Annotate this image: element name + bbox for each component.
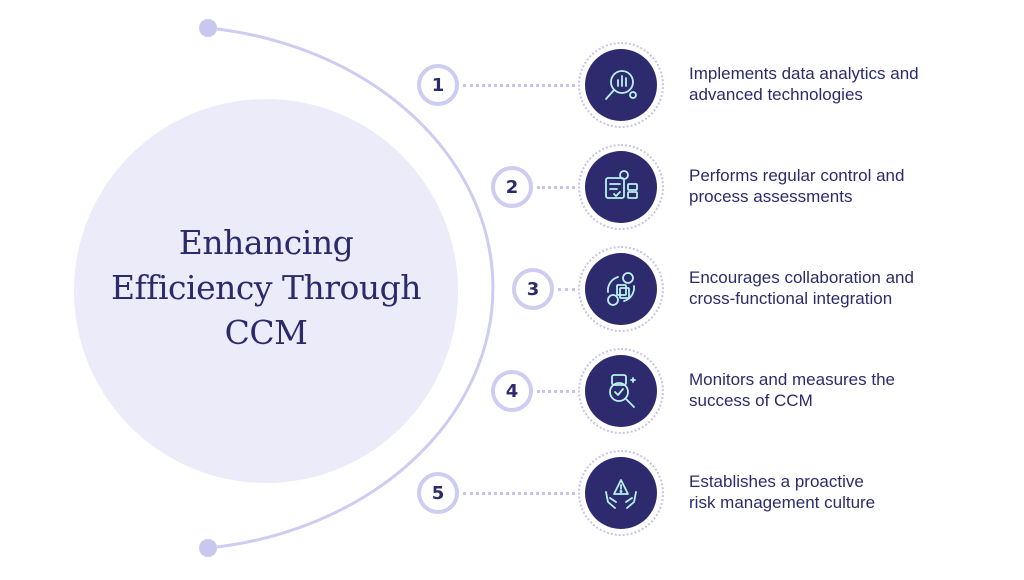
- step-label-5-line-2: risk management culture: [689, 493, 876, 512]
- arc-end-dot: [199, 539, 217, 557]
- measure-success-icon: [609, 374, 636, 408]
- step-badge-2: 2: [491, 166, 533, 208]
- step-icon-ring-1: [578, 42, 664, 128]
- step-label-2-line-2: process assessments: [689, 187, 853, 206]
- step-label-4-line-1: Monitors and measures the: [689, 370, 895, 389]
- step-icon-disc-3: [585, 253, 657, 325]
- step-label-4: Monitors and measures the success of CCM: [689, 369, 989, 411]
- step-icon-disc-5: [585, 457, 657, 529]
- step-icon-disc-2: [585, 151, 657, 223]
- collaboration-icon: [607, 272, 635, 306]
- step-badge-3: 3: [512, 268, 554, 310]
- step-badge-5: 5: [417, 472, 459, 514]
- step-label-3: Encourages collaboration and cross-funct…: [689, 267, 989, 309]
- title-line-1: Enhancing: [178, 223, 354, 262]
- step-icon-disc-4: [585, 355, 657, 427]
- page-title: Enhancing Efficiency Through CCM: [74, 220, 458, 355]
- step-badge-1: 1: [417, 64, 459, 106]
- step-icon-ring-3: [578, 246, 664, 332]
- data-analytics-icon: [605, 70, 637, 100]
- title-line-3: CCM: [224, 313, 308, 352]
- step-icon-ring-5: [578, 450, 664, 536]
- step-connector-5: [463, 492, 575, 495]
- step-label-3-line-2: cross-functional integration: [689, 289, 893, 308]
- risk-culture-icon: [605, 479, 637, 509]
- step-icon-ring-4: [578, 348, 664, 434]
- step-connector-4: [537, 390, 575, 393]
- step-label-4-line-2: success of CCM: [689, 391, 813, 410]
- step-label-1-line-1: Implements data analytics and: [689, 64, 919, 83]
- step-label-2-line-1: Performs regular control and: [689, 166, 905, 185]
- step-connector-2: [537, 186, 575, 189]
- step-label-1: Implements data analytics and advanced t…: [689, 63, 989, 105]
- step-icon-disc-1: [585, 49, 657, 121]
- step-label-5-line-1: Establishes a proactive: [689, 472, 864, 491]
- step-connector-1: [463, 84, 575, 87]
- step-connector-3: [558, 288, 575, 291]
- step-badge-4: 4: [491, 370, 533, 412]
- title-line-2: Efficiency Through: [110, 268, 422, 307]
- step-label-2: Performs regular control and process ass…: [689, 165, 989, 207]
- step-label-5: Establishes a proactive risk management …: [689, 471, 989, 513]
- arc-start-dot: [199, 19, 217, 37]
- control-assessment-icon: [605, 170, 638, 199]
- step-label-1-line-2: advanced technologies: [689, 85, 863, 104]
- title-circle: [74, 99, 458, 483]
- step-label-3-line-1: Encourages collaboration and: [689, 268, 914, 287]
- step-icon-ring-2: [578, 144, 664, 230]
